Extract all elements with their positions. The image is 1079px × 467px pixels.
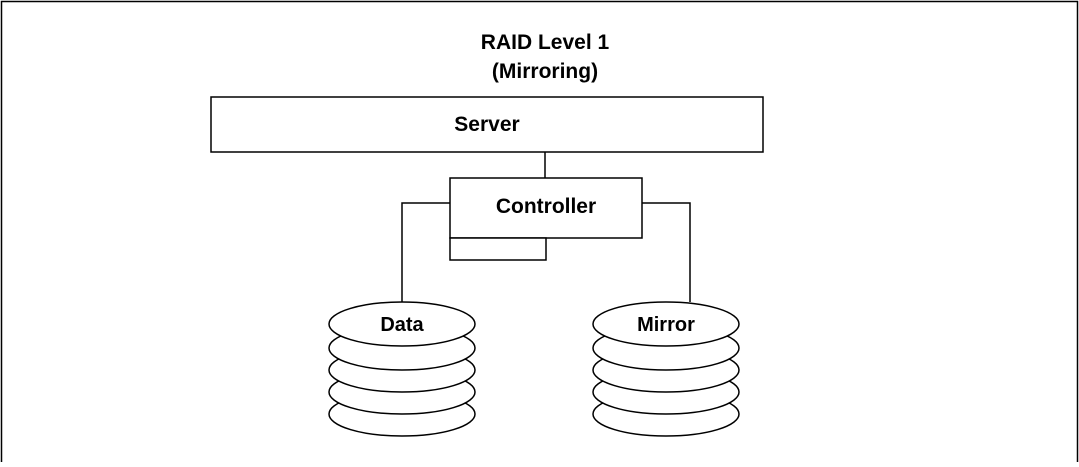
controller-label: Controller bbox=[496, 195, 596, 218]
mirror-disk-top-platter bbox=[592, 301, 740, 347]
server-label: Server bbox=[454, 113, 519, 136]
mirror-disk-connector bbox=[642, 202, 691, 302]
data-disk-connector bbox=[401, 202, 450, 302]
data-disk-stack: Data bbox=[328, 301, 476, 437]
server-box bbox=[210, 96, 764, 153]
diagram-title: RAID Level 1 bbox=[481, 31, 610, 54]
data-disk-top-platter bbox=[328, 301, 476, 347]
controller-box bbox=[449, 177, 643, 239]
data-disk-label: Data bbox=[380, 314, 424, 336]
mirror-disk-stack: Mirror bbox=[592, 301, 740, 437]
controller-port-tab bbox=[449, 237, 547, 261]
diagram-subtitle: (Mirroring) bbox=[492, 60, 598, 83]
mirror-disk-label: Mirror bbox=[637, 314, 695, 336]
